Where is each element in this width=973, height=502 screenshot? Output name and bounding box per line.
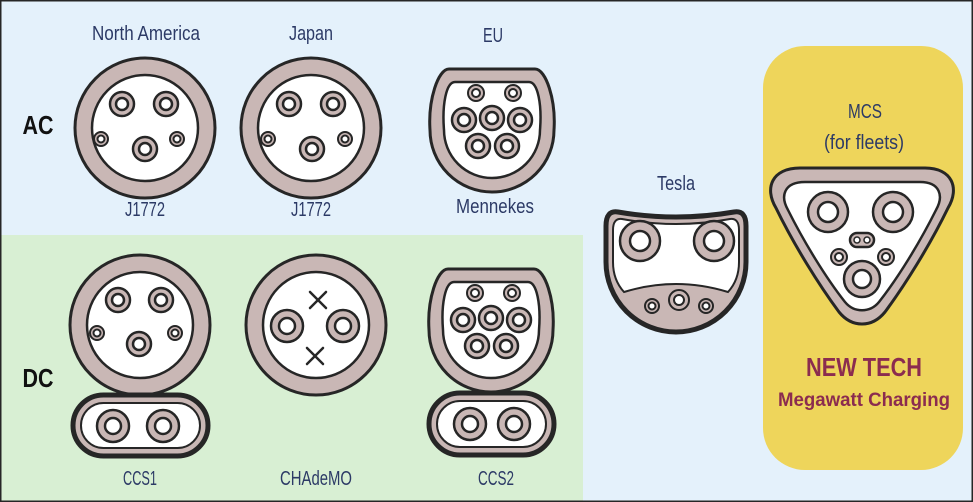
connector-j1772-japan bbox=[239, 56, 383, 200]
connector-label-chademo: CHAdeMO bbox=[280, 468, 352, 490]
pin bbox=[108, 90, 136, 118]
pin bbox=[260, 131, 276, 147]
type2-connector-body bbox=[429, 269, 554, 392]
connector-face bbox=[261, 270, 371, 380]
dc-pin bbox=[95, 408, 131, 444]
pin bbox=[337, 131, 353, 147]
pin bbox=[692, 219, 736, 263]
region-label-north-america: North America bbox=[92, 23, 201, 45]
pin bbox=[830, 248, 848, 266]
connector-face bbox=[90, 73, 200, 183]
pin bbox=[618, 219, 662, 263]
pin bbox=[152, 90, 180, 118]
connector-label-mennekes: Mennekes bbox=[456, 196, 534, 218]
pin bbox=[275, 90, 303, 118]
connector-label-tesla: Tesla bbox=[657, 173, 696, 195]
pin bbox=[298, 135, 326, 163]
dc-pin bbox=[496, 406, 532, 442]
connector-label-j1772-japan: J1772 bbox=[291, 199, 331, 221]
pin bbox=[668, 289, 690, 311]
connector-label-ccs2: CCS2 bbox=[478, 468, 514, 490]
pin bbox=[169, 131, 185, 147]
connector-face bbox=[256, 73, 366, 183]
cross-mark-icon bbox=[305, 346, 325, 366]
connector-label-ccs1: CCS1 bbox=[123, 468, 157, 490]
connector-label-j1772-north-america: J1772 bbox=[125, 199, 165, 221]
connector-ccs1 bbox=[68, 253, 212, 459]
cross-mark-icon bbox=[308, 290, 328, 310]
connector-ccs2 bbox=[426, 269, 557, 458]
type2-connector-body bbox=[430, 69, 555, 192]
connector-mennekes bbox=[430, 69, 555, 192]
connector-tesla bbox=[603, 209, 749, 335]
connector-chademo bbox=[244, 253, 388, 397]
pin bbox=[871, 190, 915, 234]
pin bbox=[167, 325, 183, 341]
pin bbox=[104, 286, 132, 314]
pin bbox=[644, 298, 660, 314]
connector-j1772-north-america bbox=[73, 56, 217, 200]
connector-mcs bbox=[769, 166, 955, 326]
pin bbox=[93, 131, 109, 147]
pin bbox=[842, 259, 882, 299]
pin bbox=[806, 190, 850, 234]
pin bbox=[131, 135, 159, 163]
region-label-eu: EU bbox=[483, 25, 503, 47]
signal-pin-pair bbox=[848, 231, 876, 249]
dc-pin bbox=[325, 308, 361, 344]
connector-face bbox=[85, 270, 195, 380]
row-label-ac: AC bbox=[23, 110, 54, 140]
mcs-name: MCS bbox=[848, 101, 882, 123]
region-label-japan: Japan bbox=[289, 23, 333, 45]
pin bbox=[698, 298, 714, 314]
pin bbox=[125, 330, 153, 358]
pin bbox=[877, 248, 895, 266]
dc-pin bbox=[145, 408, 181, 444]
pin bbox=[319, 90, 347, 118]
row-label-dc: DC bbox=[23, 363, 54, 393]
dc-pin bbox=[452, 406, 488, 442]
mcs-headline: NEW TECH bbox=[806, 352, 922, 382]
pin bbox=[89, 325, 105, 341]
pin bbox=[147, 286, 175, 314]
mcs-subheadline: Megawatt Charging bbox=[778, 390, 950, 411]
dc-pin bbox=[269, 308, 305, 344]
mcs-note: (for fleets) bbox=[824, 132, 904, 154]
